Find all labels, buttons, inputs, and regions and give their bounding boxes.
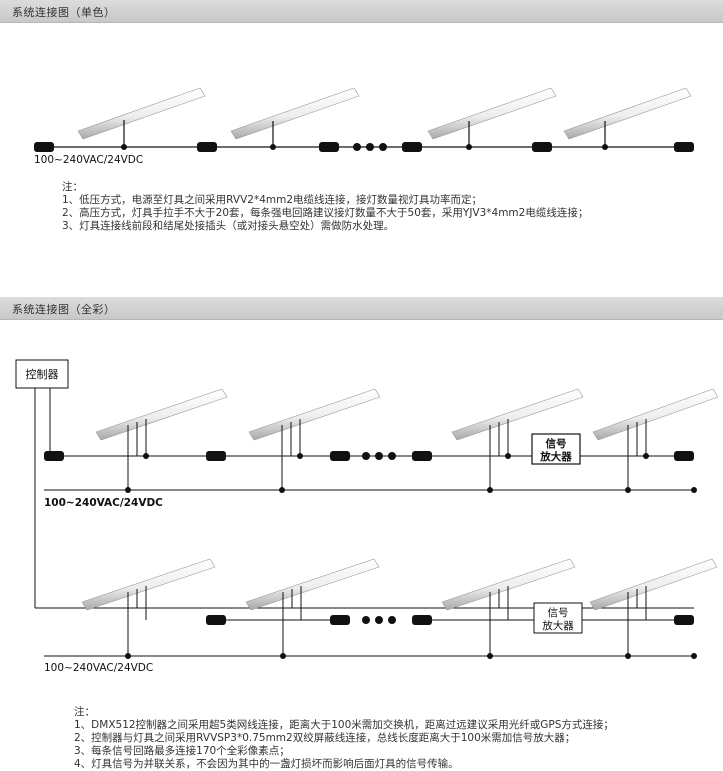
note-item: 3、灯具连接线前段和结尾处接插头（或对接头悬空处）需做防水处理。 <box>62 220 395 232</box>
mono-ellipsis-dot <box>366 143 374 151</box>
rgb-ellipsis-dot <box>375 616 383 624</box>
controller-box <box>15 359 69 389</box>
note-item: 3、每条信号回路最多连接170个全彩像素点； <box>74 745 290 757</box>
controller-label: 控制器 <box>26 367 59 381</box>
rgb-ellipsis-dot <box>375 452 383 460</box>
rgb-light-fixture <box>441 558 576 659</box>
rgb-light-fixture <box>245 558 380 659</box>
rgb-connector <box>330 451 350 461</box>
mono-light-fixture <box>427 87 557 150</box>
section1-header-bar: 系统连接图（单色） <box>0 0 723 23</box>
amplifier-label-2: 放大器 <box>542 619 574 632</box>
rgb-connector <box>206 615 226 625</box>
rgb-light-fixture <box>248 388 381 493</box>
section2-title: 系统连接图（全彩） <box>12 303 116 316</box>
note-item: 2、控制器与灯具之间采用RVVSP3*0.75mm2双绞屏蔽线连接，总线长度距离… <box>74 732 576 744</box>
amplifier-label-1: 信号 <box>548 607 569 619</box>
rgb-voltage-label-top: 100~240VAC/24VDC <box>44 497 163 509</box>
mono-connector <box>319 142 339 152</box>
amplifier-label-2: 放大器 <box>539 450 572 463</box>
note-item: 1、低压方式，电源至灯具之间采用RVV2*4mm2电缆线连接，接灯数量视灯具功率… <box>62 194 483 206</box>
rgb-light-fixture <box>81 558 216 659</box>
mono-light-fixture <box>230 87 360 150</box>
note-item: 4、灯具信号为并联关系，不会因为其中的一盏灯损坏而影响后面灯具的信号传输。 <box>74 758 459 770</box>
rgb-connector <box>44 451 64 461</box>
rgb-connector <box>412 451 432 461</box>
rgb-voltage-label-bottom: 100~240VAC/24VDC <box>44 662 153 674</box>
rgb-ellipsis-dot <box>362 452 370 460</box>
mono-connector <box>674 142 694 152</box>
amplifier-label-1: 信号 <box>546 437 567 450</box>
mono-ellipsis-dot <box>353 143 361 151</box>
section1-title: 系统连接图（单色） <box>12 6 116 19</box>
rgb-connector <box>206 451 226 461</box>
section2-notes: 注： 1、DMX512控制器之间采用超5类网线连接，距离大于100米需加交换机，… <box>74 706 614 771</box>
note-item: 2、高压方式，灯具手拉手不大于20套，每条强电回路建议接灯数量不大于50套，采用… <box>62 207 589 219</box>
rgb-connector <box>412 615 432 625</box>
rgb-wiring-diagram: 控制器 信号 放大器 <box>15 359 719 674</box>
rgb-connector <box>330 615 350 625</box>
rgb-ellipsis-dot <box>388 452 396 460</box>
note-heading: 注： <box>74 706 95 718</box>
mono-voltage-label: 100~240VAC/24VDC <box>34 154 143 166</box>
mono-light-fixture <box>563 87 692 150</box>
rgb-connector <box>674 451 694 461</box>
mono-wiring-diagram: 100~240VAC/24VDC <box>34 87 694 166</box>
mono-connector <box>197 142 217 152</box>
rgb-light-fixture <box>589 558 718 659</box>
signal-amplifier-box <box>533 602 583 634</box>
mono-connector <box>402 142 422 152</box>
section1-notes: 注： 1、低压方式，电源至灯具之间采用RVV2*4mm2电缆线连接，接灯数量视灯… <box>62 181 588 233</box>
note-heading: 注： <box>62 181 83 193</box>
mono-light-fixture <box>77 87 206 150</box>
mono-connector <box>34 142 54 152</box>
rgb-connector <box>674 615 694 625</box>
rgb-light-fixture <box>95 388 228 493</box>
rgb-ellipsis-dot <box>388 616 396 624</box>
note-item: 1、DMX512控制器之间采用超5类网线连接，距离大于100米需加交换机，距离过… <box>74 719 614 731</box>
rgb-light-fixture <box>592 388 719 493</box>
mono-connector <box>532 142 552 152</box>
mono-ellipsis-dot <box>379 143 387 151</box>
signal-amplifier-box <box>531 433 581 465</box>
rgb-ellipsis-dot <box>362 616 370 624</box>
rgb-light-fixture <box>451 388 584 493</box>
section2-header-bar: 系统连接图（全彩） <box>0 297 723 320</box>
